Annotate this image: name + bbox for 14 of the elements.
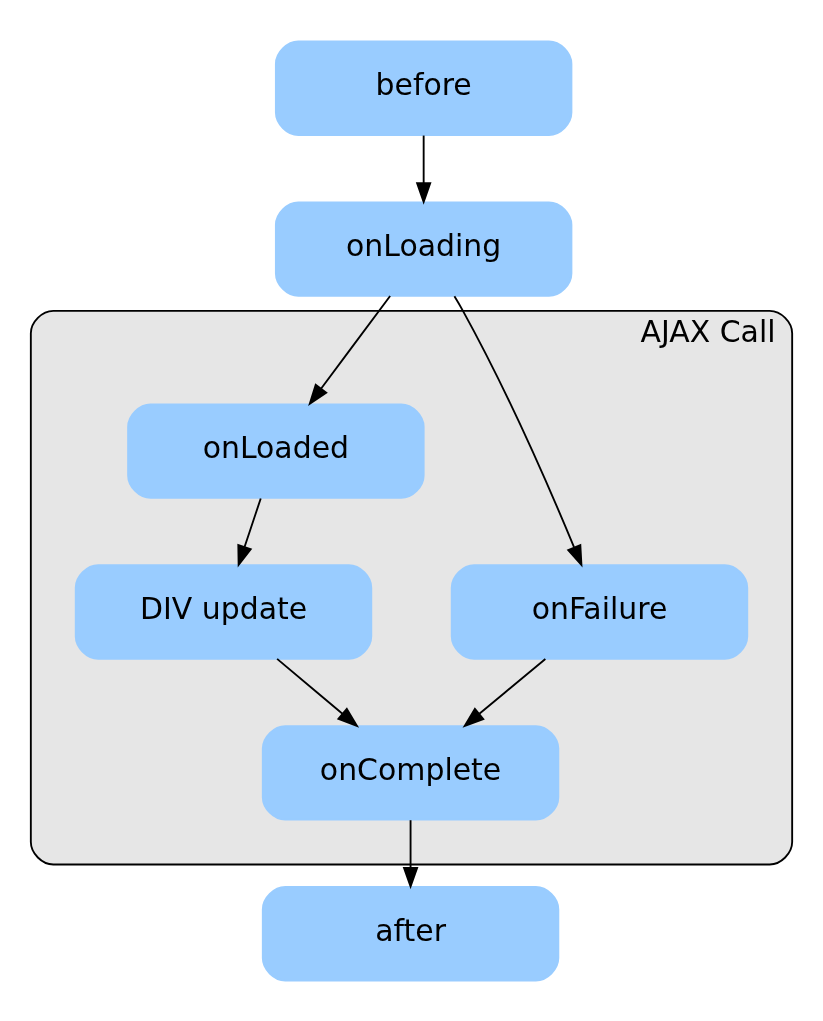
arrow xyxy=(415,134,432,205)
node-box: DIV update xyxy=(74,563,373,660)
arrow xyxy=(276,657,360,728)
node-box: onLoaded xyxy=(127,402,425,499)
node-box: after xyxy=(261,885,560,981)
arrow xyxy=(237,497,262,567)
arrow xyxy=(308,294,392,406)
node-box: onComplete xyxy=(261,724,560,821)
node-box: onLoading xyxy=(274,200,573,297)
node-box: before xyxy=(274,40,573,136)
node-box: onFailure xyxy=(450,563,749,660)
arrow xyxy=(402,818,419,889)
arrow xyxy=(462,657,547,728)
arrow xyxy=(453,294,583,568)
